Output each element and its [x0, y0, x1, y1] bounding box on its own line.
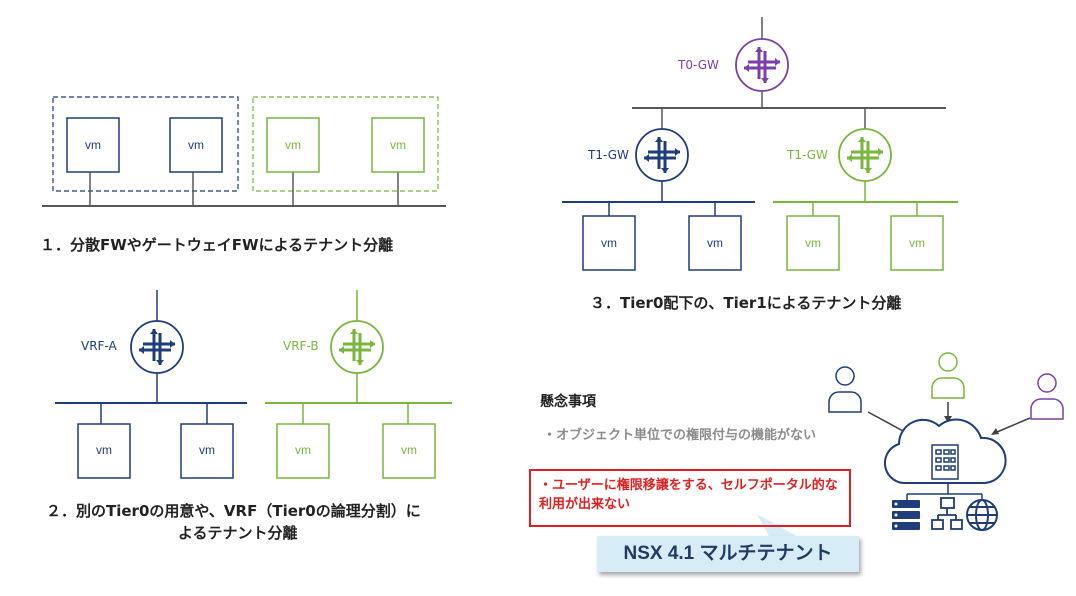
user-icon: [931, 352, 965, 399]
section3-caption: ３．Tier0配下の、Tier1によるテナント分離: [590, 294, 902, 312]
vm-label: vm: [401, 443, 417, 457]
vm-label: vm: [390, 138, 406, 152]
vm-box: [786, 215, 840, 271]
router-label-t1-right: T1-GW: [787, 148, 828, 162]
router-icon: [735, 38, 789, 92]
router-icon: [635, 128, 689, 182]
vm-label: vm: [199, 443, 215, 457]
section3-diagram: vm vm vm vm: [562, 17, 958, 271]
vm-box: [371, 117, 425, 173]
section1-caption: １．分散FWやゲートウェイFWによるテナント分離: [40, 236, 394, 254]
vm-label: vm: [707, 236, 723, 250]
vm-box: [180, 423, 234, 479]
vm-label: vm: [805, 236, 821, 250]
router-icon: [838, 128, 892, 182]
vm-label: vm: [85, 138, 101, 152]
vm-box: [276, 423, 330, 479]
globe-icon: [966, 499, 998, 531]
router-label-vrf-a: VRF-A: [81, 339, 117, 353]
server-icon: [892, 500, 920, 530]
vm-box: [266, 117, 320, 173]
vm-label: vm: [909, 236, 925, 250]
router-icon: [330, 320, 384, 374]
vm-box: [77, 423, 131, 479]
vm-label: vm: [96, 443, 112, 457]
vm-box: [688, 215, 742, 271]
vm-box: [66, 117, 120, 173]
vm-label: vm: [295, 443, 311, 457]
vm-label: vm: [285, 138, 301, 152]
server-icon: [931, 444, 959, 480]
concern-item-1: ・オブジェクト単位での権限付与の機能がない: [543, 428, 817, 443]
cloud-icon: [883, 418, 1007, 484]
tenant-boundary-green: [252, 96, 439, 192]
vm-box: [582, 215, 636, 271]
concern-highlight-box: ・ユーザーに権限移譲をする、セルフポータル的な利用が出来ない: [529, 469, 851, 527]
vm-box: [169, 117, 223, 173]
router-icon: [130, 320, 184, 374]
multitenant-illustration: [828, 352, 1064, 531]
vm-box: [890, 215, 944, 271]
section2-caption-line2: よるテナント分離: [178, 524, 298, 542]
section2-caption-line1: ２．別のTier0の用意や、VRF（Tier0の論理分割）に: [46, 502, 421, 520]
user-icon: [1030, 373, 1064, 420]
section2-diagram: vm vm vm vm: [55, 290, 452, 479]
router-label-t1-left: T1-GW: [588, 148, 629, 162]
vm-label: vm: [601, 236, 617, 250]
vm-box: [382, 423, 436, 479]
tenant-boundary-blue: [52, 96, 239, 192]
concern-item-2: ・ユーザーに権限移譲をする、セルフポータル的な利用が出来ない: [539, 478, 838, 512]
router-label-vrf-b: VRF-B: [283, 339, 319, 353]
network-icon: [931, 497, 963, 530]
section1-diagram: vm vm vm vm: [42, 96, 446, 207]
vm-label: vm: [188, 138, 204, 152]
router-label-t0: T0-GW: [678, 58, 719, 72]
concerns-title: 懸念事項: [540, 394, 596, 410]
nsx-multitenant-callout: NSX 4.1 マルチテナント: [597, 536, 859, 572]
user-icon: [828, 366, 862, 413]
